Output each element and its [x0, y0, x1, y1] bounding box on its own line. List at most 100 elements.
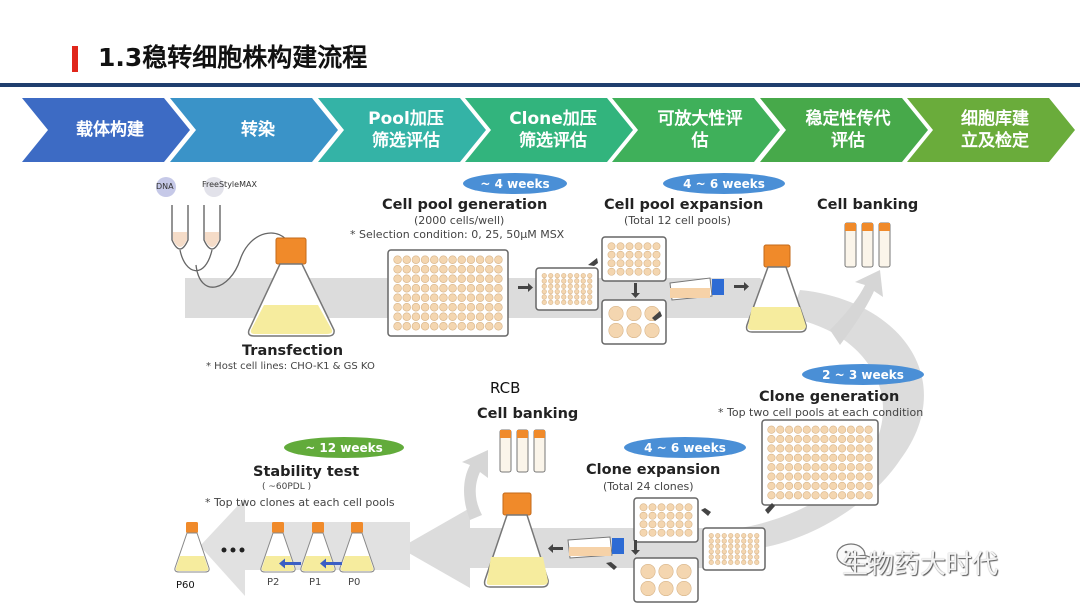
well: [754, 533, 760, 539]
clone-expansion-sub: (Total 24 clones): [603, 480, 694, 493]
well: [855, 491, 864, 500]
transfer-line: [179, 232, 291, 288]
well: [580, 294, 586, 300]
passage-label-p2: P2: [267, 577, 280, 588]
stability-title: Stability test: [253, 464, 360, 480]
well: [802, 453, 811, 462]
well: [785, 425, 794, 434]
well: [648, 528, 657, 537]
well: [829, 463, 838, 472]
well: [475, 322, 485, 331]
well: [541, 294, 547, 300]
well: [776, 463, 785, 472]
well: [548, 278, 554, 284]
well: [393, 255, 402, 264]
well: [393, 274, 402, 283]
well: [420, 303, 430, 312]
well: [587, 299, 593, 305]
well: [829, 425, 838, 434]
well: [793, 435, 802, 444]
well: [811, 444, 820, 453]
well: [411, 274, 421, 283]
well: [776, 481, 785, 490]
well: [741, 549, 747, 555]
well: [708, 543, 714, 549]
well: [741, 543, 747, 549]
well: [811, 472, 820, 481]
well: [747, 554, 753, 560]
well: [793, 463, 802, 472]
well: [754, 554, 760, 560]
well: [820, 463, 829, 472]
well: [554, 299, 560, 305]
clone-arrows: [548, 503, 775, 570]
reagent-bubble: [204, 177, 224, 197]
well: [430, 255, 439, 264]
well: [838, 481, 847, 490]
well: [864, 444, 873, 453]
well: [580, 289, 586, 295]
well: [567, 294, 573, 300]
well: [643, 250, 652, 259]
well: [846, 453, 855, 462]
well: [767, 481, 776, 490]
reagent-tube: [203, 205, 221, 250]
well: [439, 255, 448, 264]
well: [820, 444, 829, 453]
well: [734, 554, 740, 560]
well: [587, 273, 593, 279]
well: [580, 273, 586, 279]
well: [634, 267, 643, 276]
well: [652, 259, 661, 268]
well: [554, 289, 560, 295]
well: [741, 559, 747, 565]
well: [864, 491, 873, 500]
pool-expansion-title: Cell pool expansion: [604, 197, 764, 213]
well: [741, 554, 747, 560]
well: [708, 559, 714, 565]
well: [855, 472, 864, 481]
well: [754, 549, 760, 555]
well: [420, 312, 430, 321]
chevron-step-7: [907, 98, 1075, 162]
well: [785, 453, 794, 462]
well: [811, 491, 820, 500]
well: [776, 453, 785, 462]
chevron-step-5: [612, 98, 780, 162]
reagent-label: FreeStyleMAX: [202, 180, 257, 189]
well: [393, 303, 402, 312]
well: [657, 503, 666, 512]
well: [785, 491, 794, 500]
well: [846, 435, 855, 444]
chevron-step-6: [760, 98, 928, 162]
well: [838, 435, 847, 444]
well: [639, 520, 648, 529]
well: [754, 543, 760, 549]
well: [608, 322, 624, 339]
well: [864, 435, 873, 444]
rcb-branch-arrow: [462, 450, 488, 520]
well: [494, 255, 503, 264]
well: [652, 267, 661, 276]
well: [548, 299, 554, 305]
well: [475, 274, 485, 283]
well: [439, 293, 448, 302]
well: [793, 481, 802, 490]
well: [666, 520, 675, 529]
well: [643, 242, 652, 251]
well: [715, 549, 721, 555]
well: [675, 511, 684, 520]
well: [838, 444, 847, 453]
well: [640, 580, 656, 597]
well: [574, 283, 580, 289]
plate-96-well-pool: [387, 249, 509, 337]
well: [838, 453, 847, 462]
well: [448, 255, 457, 264]
well: [648, 503, 657, 512]
chevron-step-2: [170, 98, 338, 162]
well: [767, 444, 776, 453]
well: [676, 563, 692, 580]
well: [625, 267, 634, 276]
well: [574, 299, 580, 305]
well: [640, 563, 656, 580]
